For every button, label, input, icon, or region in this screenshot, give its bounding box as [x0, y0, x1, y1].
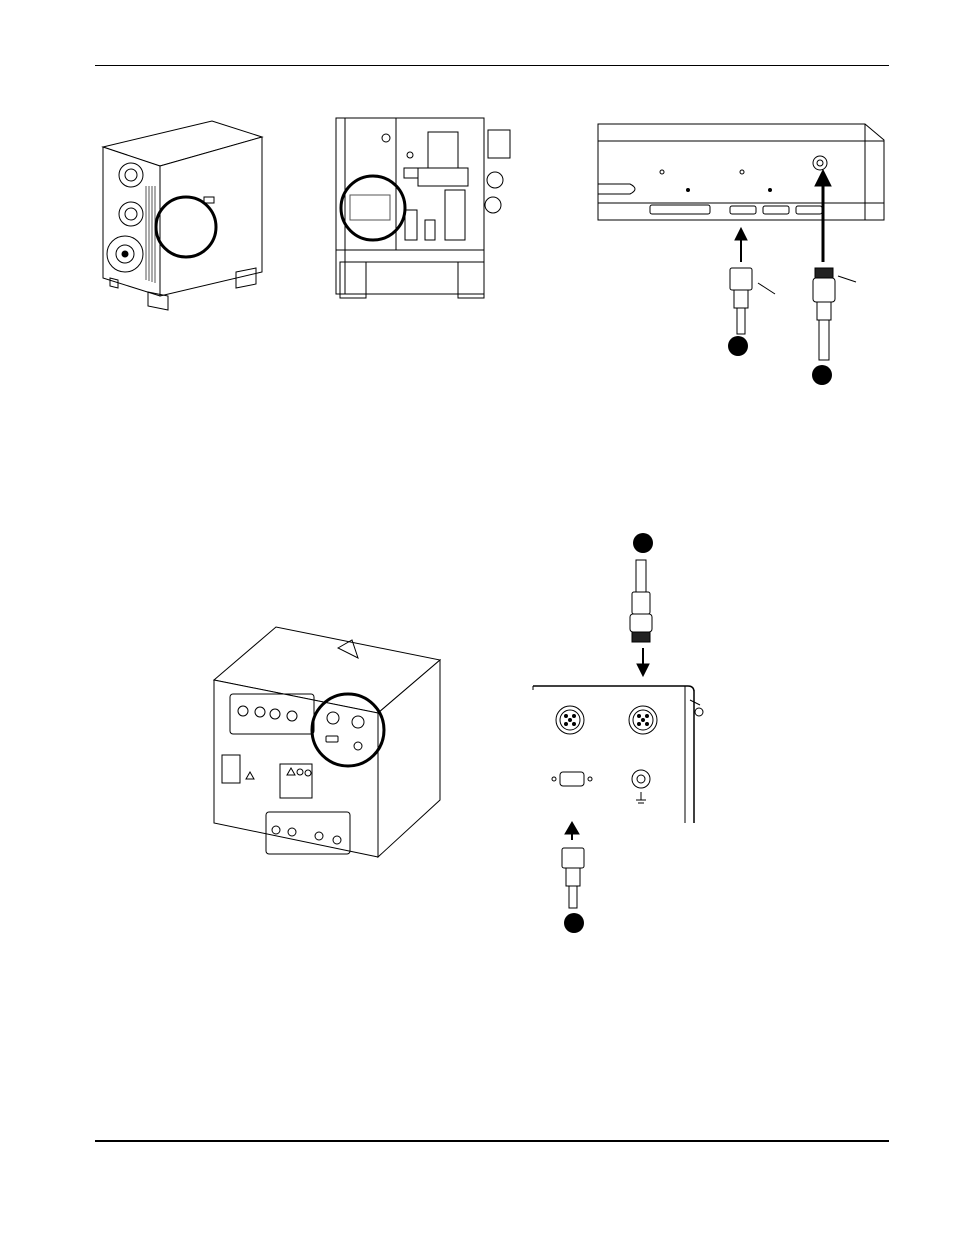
highlight-circle: [154, 195, 218, 259]
footer-rule: [95, 1140, 889, 1142]
cable-connection-arrows: [734, 168, 832, 262]
gas-console-connector-detail: [532, 685, 704, 823]
callout-marker: [564, 913, 584, 933]
header-rule: [95, 65, 889, 66]
round-cable-icon: [812, 267, 857, 361]
callout-marker: [812, 365, 832, 385]
highlight-circle: [310, 692, 386, 768]
gas-console: [212, 626, 442, 859]
power-supply-rear-view: [101, 120, 264, 311]
callout-marker: [633, 533, 653, 553]
d-sub-cable-icon: [561, 847, 585, 909]
round-cable-icon: [629, 559, 653, 643]
pin-pattern: [564, 714, 576, 726]
highlight-circle: [339, 174, 407, 242]
ground-icon: [636, 792, 646, 804]
connector-panel-detail: [597, 123, 885, 221]
power-supply-interior: [335, 117, 511, 299]
cable-connection-arrows: [564, 648, 650, 840]
vent-grille: [145, 186, 156, 283]
d-sub-cable-icon: [729, 267, 776, 335]
fan-icon: [106, 162, 144, 273]
callout-marker: [728, 336, 748, 356]
